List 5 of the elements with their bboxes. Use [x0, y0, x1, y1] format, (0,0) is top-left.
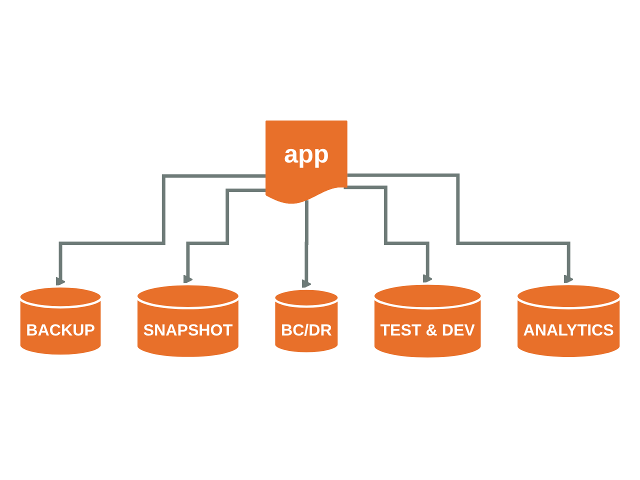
arrow: [55, 174, 267, 287]
arrow: [182, 188, 267, 285]
arrow: [344, 186, 433, 284]
arrow: [301, 198, 312, 290]
arrow: [347, 174, 574, 285]
